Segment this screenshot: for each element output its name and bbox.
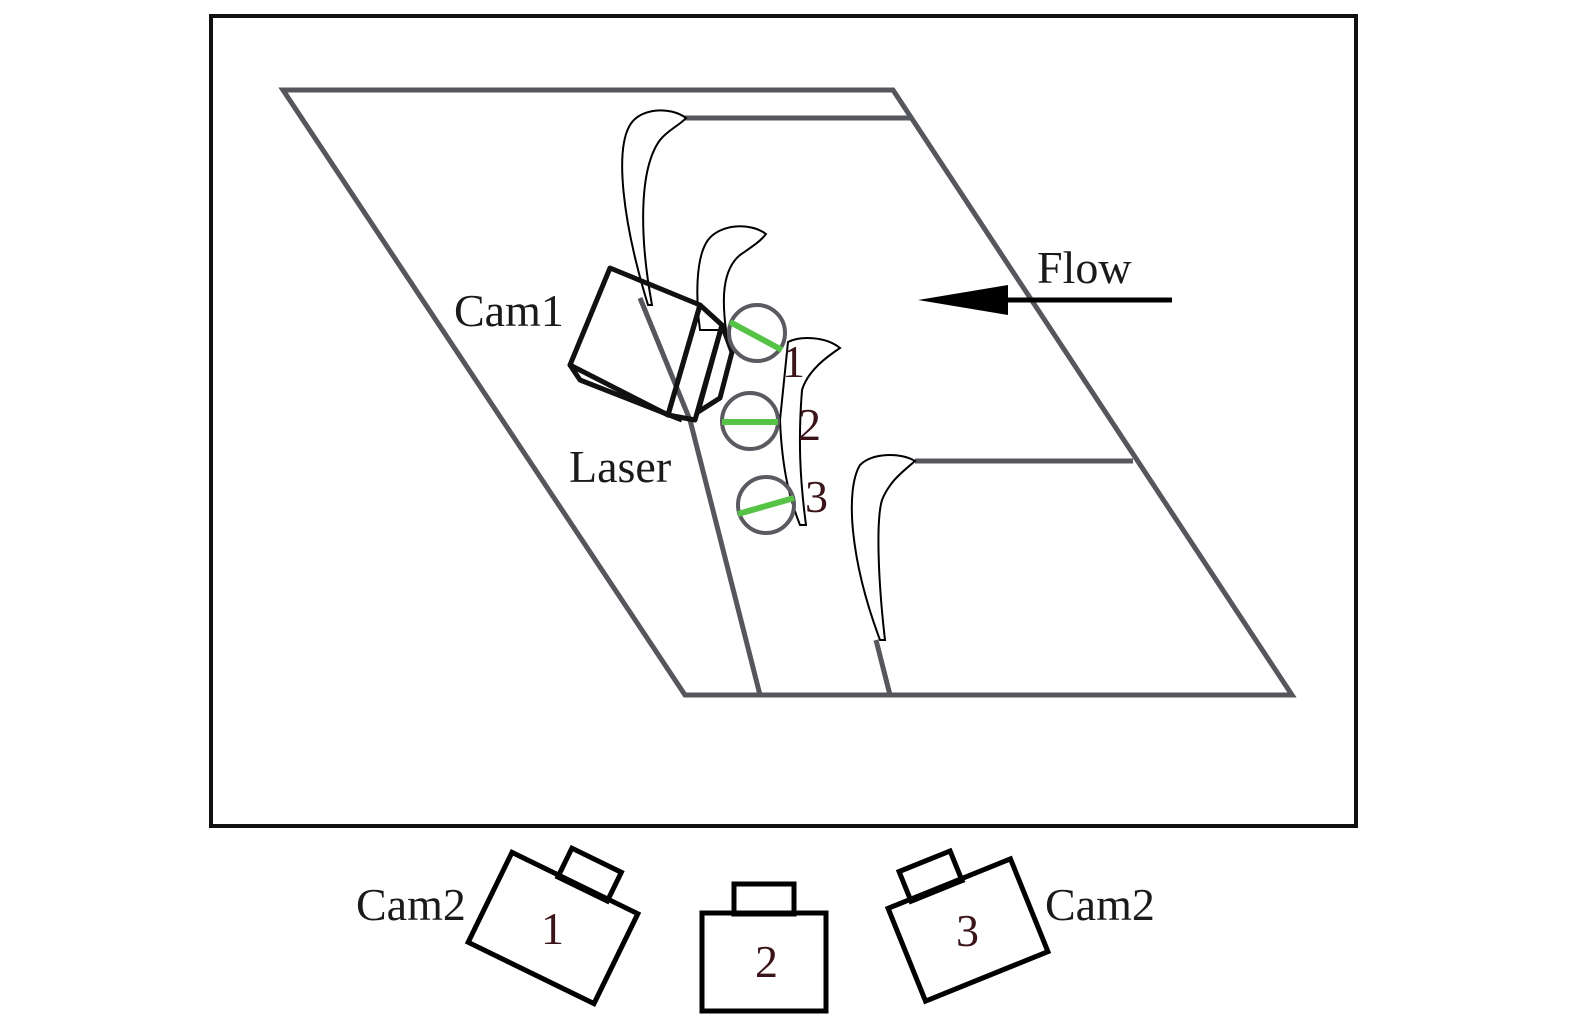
cam1-label: Cam1 [454,285,564,336]
cam2-right-label: Cam2 [1045,879,1155,930]
measurement-point-1 [727,303,787,363]
middle-passage-line-right [873,639,893,696]
measurement-point-2 [720,391,780,451]
cam2-unit-2-number: 2 [755,936,778,987]
cam2-unit-3-number: 3 [956,905,979,956]
point-2-label: 2 [798,399,821,450]
flow-arrow-icon [918,285,1172,315]
blade-middle [778,337,842,526]
measurement-point-3 [736,475,796,535]
laser-sheet-3 [737,495,795,517]
laser-sheet-1 [728,319,784,353]
cam2-unit-3: 3 [884,847,1052,1005]
cam1-device [567,265,735,423]
blade-top [621,109,688,306]
laser-label: Laser [569,441,671,492]
flow-label: Flow [1037,242,1132,293]
cam2-unit-1-number: 1 [541,903,564,954]
point-1-label: 1 [782,336,805,387]
cam2-unit-1: 1 [464,844,642,1007]
cascade-plane [278,87,1297,698]
cam2-left-label: Cam2 [356,879,466,930]
blade-middle-upper [696,225,768,331]
point-3-label: 3 [805,471,828,522]
blade-bottom [850,454,917,641]
test-section-frame [209,14,1358,828]
cam2-unit-2: 2 [699,881,829,1014]
